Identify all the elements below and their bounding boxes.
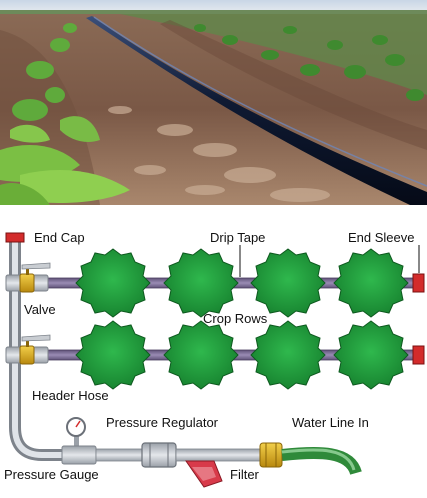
valve-body-row-1 xyxy=(19,273,35,293)
crop-row-2-plant-2 xyxy=(163,320,239,390)
far-seedlings xyxy=(194,24,424,101)
hose-coupling xyxy=(259,442,283,468)
crop-row-1-plant-4 xyxy=(333,248,409,318)
pressure-gauge-needle xyxy=(75,420,81,428)
near-seedlings xyxy=(12,23,77,121)
label-filter: Filter xyxy=(230,467,260,482)
crop-row-2-plant-4 xyxy=(333,320,409,390)
end-cap xyxy=(5,232,25,243)
foreground-leaves xyxy=(0,116,130,205)
crop-row-1-plant-3 xyxy=(250,248,326,318)
gauge-stem xyxy=(74,433,79,449)
inlet-pipe-1 xyxy=(95,448,143,462)
crop-row-1-plant-2 xyxy=(163,248,239,318)
drip-tube xyxy=(86,16,427,205)
label-pressure-gauge: Pressure Gauge xyxy=(4,467,99,482)
label-pressure-regulator: Pressure Regulator xyxy=(106,415,219,430)
label-drip-tape: Drip Tape xyxy=(210,230,265,245)
valve-handle-row-2[interactable] xyxy=(26,337,29,347)
far-crop-band xyxy=(120,14,427,95)
end-sleeve-row-2 xyxy=(412,345,425,365)
field-photo xyxy=(0,0,427,205)
valve-handle-row-1[interactable] xyxy=(26,265,29,275)
drip-tube-highlight xyxy=(93,16,427,187)
soil-clods xyxy=(108,106,330,202)
label-end-cap: End Cap xyxy=(34,230,85,245)
tree-line xyxy=(0,10,427,15)
crop-row-2-plant-3 xyxy=(250,320,326,390)
end-sleeve-row-1 xyxy=(412,273,425,293)
gauge-tee xyxy=(61,445,97,465)
valve-lever-row-2[interactable] xyxy=(21,334,51,342)
label-water-line-in: Water Line In xyxy=(292,415,369,430)
crop-row-1-plant-1 xyxy=(75,248,151,318)
label-end-sleeve: End Sleeve xyxy=(348,230,415,245)
valve-lever-row-1[interactable] xyxy=(21,262,51,270)
furrow-right xyxy=(160,20,427,150)
pressure-regulator xyxy=(141,442,177,468)
label-header-hose: Header Hose xyxy=(32,388,109,403)
irrigation-diagram: End Cap Drip Tape End Sleeve Valve Crop … xyxy=(4,230,425,488)
label-valve: Valve xyxy=(24,302,56,317)
crop-row-2-plant-1 xyxy=(75,320,151,390)
valve-body-row-2 xyxy=(19,345,35,365)
label-crop-rows: Crop Rows xyxy=(203,311,268,326)
inlet-pipe-2 xyxy=(175,448,261,462)
